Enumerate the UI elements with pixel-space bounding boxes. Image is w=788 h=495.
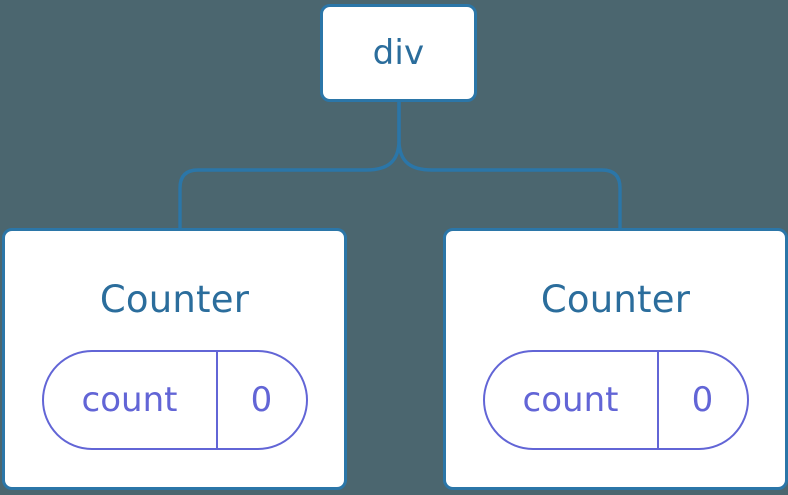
node-counter-right[interactable]: Counter count 0: [443, 228, 788, 490]
node-counter-left[interactable]: Counter count 0: [2, 228, 347, 490]
edge-div-to-counter-right: [397, 99, 622, 230]
state-value-left: 0: [250, 380, 273, 420]
node-div-label: div: [372, 33, 425, 73]
edge-div-to-counter-left: [178, 99, 401, 230]
state-key-right: count: [485, 352, 659, 448]
state-key-left: count: [44, 352, 218, 448]
node-div[interactable]: div: [320, 4, 477, 102]
state-value-right: 0: [691, 380, 714, 420]
state-pill-right[interactable]: count 0: [482, 350, 749, 450]
node-counter-right-label: Counter: [540, 278, 691, 321]
state-pill-left[interactable]: count 0: [41, 350, 308, 450]
node-counter-left-label: Counter: [99, 278, 250, 321]
